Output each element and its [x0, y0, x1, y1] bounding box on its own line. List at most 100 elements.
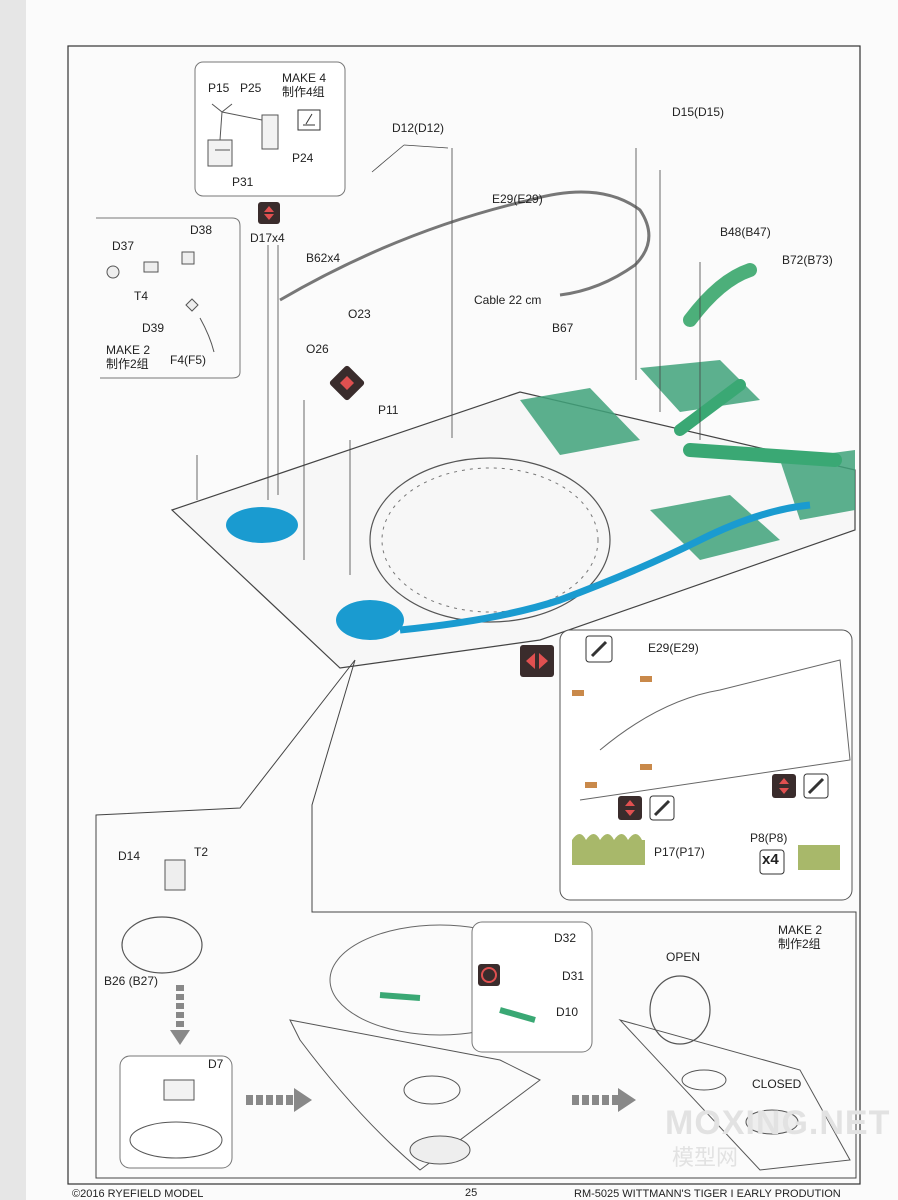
label-d38: D38 — [190, 223, 213, 237]
hatch-d7 — [129, 1121, 223, 1159]
label-d32: D32 — [554, 931, 577, 945]
label-o26: O26 — [306, 342, 329, 356]
callout-frame — [95, 659, 857, 1179]
tool-icon — [297, 109, 321, 131]
deck-outline — [170, 391, 856, 669]
label-p15: P15 — [208, 81, 230, 95]
label-d15: D15(D15) — [672, 105, 725, 119]
page-number: 25 — [465, 1187, 478, 1199]
label-d10: D10 — [556, 1005, 579, 1019]
part-p15-drawing — [207, 103, 279, 167]
label-make2-cn: 制作2组 — [106, 357, 149, 371]
label-d12: D12(D12) — [392, 121, 445, 135]
engine-grille-1 — [520, 388, 640, 455]
rotate-arrow-1 — [264, 206, 274, 220]
label-b48: B48(B47) — [720, 225, 771, 239]
binding-shadow — [0, 0, 26, 1200]
footer-copyright: ©2016 RYEFIELD MODEL — [72, 1188, 204, 1200]
right-arrow-2-head — [618, 1088, 636, 1112]
hatch-middle — [409, 1135, 471, 1165]
down-arrow-head — [170, 1030, 190, 1045]
label-d17: D17x4 — [250, 231, 285, 245]
hatch-open — [649, 975, 711, 1045]
deck-right — [618, 1019, 851, 1171]
knife-blade-3 — [807, 777, 825, 795]
box-d7 — [119, 1055, 233, 1169]
label-d31: D31 — [562, 969, 585, 983]
part-p8-drawing — [798, 845, 840, 870]
label-o23: O23 — [348, 307, 371, 321]
part-d7-drawing — [163, 1079, 195, 1101]
page-frame — [67, 45, 861, 1185]
hatch-blue-2 — [336, 600, 404, 640]
label-t2: T2 — [194, 845, 209, 859]
loose-cable — [279, 190, 651, 302]
hatch-blue-1 — [226, 507, 298, 543]
label-e29: E29(E29) — [492, 192, 543, 206]
engine-grille-4 — [780, 450, 855, 520]
label-b26: B26 (B27) — [104, 974, 159, 988]
turret-ring — [369, 457, 611, 623]
exhaust-green — [683, 443, 842, 467]
label-lower-make2-cn: 制作2组 — [778, 937, 821, 951]
label-lower-make2: MAKE 2 — [778, 923, 823, 937]
part-p17-teeth — [572, 834, 642, 840]
turret-ring-inner — [381, 467, 599, 613]
hatch-closed — [745, 1109, 799, 1135]
rotate-arrow-3 — [526, 653, 548, 669]
label-d37: D37 — [112, 239, 135, 253]
label-b72: B72(B73) — [782, 253, 833, 267]
detail-deck — [579, 659, 851, 801]
label-d7: D7 — [208, 1057, 224, 1071]
footer-title: RM-5025 WITTMANN'S TIGER I EARLY PRODUTI… — [574, 1188, 841, 1200]
watermark-text-cn: 模型网 — [672, 1145, 739, 1170]
box-d32 — [471, 921, 593, 1053]
deck-middle — [289, 1019, 541, 1171]
rotate-icon-5 — [772, 774, 796, 798]
part-d37-drawing — [106, 251, 215, 353]
rotate-icon-1 — [258, 202, 280, 224]
tow-cable-mounted — [399, 501, 811, 634]
label-x4: x4 — [762, 851, 779, 868]
label-open: OPEN — [666, 950, 701, 964]
hatch-b26 — [121, 916, 203, 974]
label-detail-e29: E29(E29) — [648, 641, 699, 655]
part-d10-drawing — [499, 1007, 536, 1023]
knife-blade-1 — [590, 640, 608, 658]
label-p24: P24 — [292, 151, 314, 165]
box-d37 — [96, 217, 241, 379]
right-arrow-1-head — [294, 1088, 312, 1112]
label-closed: CLOSED — [752, 1077, 802, 1091]
no-glue-circle — [481, 967, 497, 983]
label-d14: D14 — [118, 849, 141, 863]
rotate-icon-4 — [618, 796, 642, 820]
label-b67: B67 — [552, 321, 574, 335]
part-p17-drawing — [572, 840, 645, 865]
hatch-hole — [403, 1075, 461, 1105]
label-cable: Cable 22 cm — [474, 293, 542, 307]
label-p31: P31 — [232, 175, 254, 189]
detail-box-right — [559, 629, 853, 901]
rotate-icon-3 — [520, 645, 554, 677]
detail-brackets — [572, 676, 652, 788]
rotate-arrow-2 — [340, 376, 354, 390]
label-make4: MAKE 4 — [282, 71, 327, 85]
label-d39: D39 — [142, 321, 165, 335]
part-b72 — [683, 263, 757, 327]
qty-box — [759, 849, 785, 875]
exhaust-green-2 — [674, 379, 746, 436]
rotate-arrow-4 — [625, 800, 635, 816]
label-b62: B62x4 — [306, 251, 341, 265]
hinge-green — [379, 992, 421, 1001]
label-p17: P17(P17) — [654, 845, 705, 859]
label-make2: MAKE 2 — [106, 343, 151, 357]
glue-icon — [303, 113, 315, 126]
label-f4: F4(F5) — [170, 353, 206, 367]
label-make4-cn: 制作4组 — [282, 85, 325, 99]
knife-blade-2 — [653, 799, 671, 817]
engine-grille-3 — [650, 495, 780, 560]
label-p8: P8(P8) — [750, 831, 788, 845]
hatch-closed-ring — [681, 1069, 727, 1091]
